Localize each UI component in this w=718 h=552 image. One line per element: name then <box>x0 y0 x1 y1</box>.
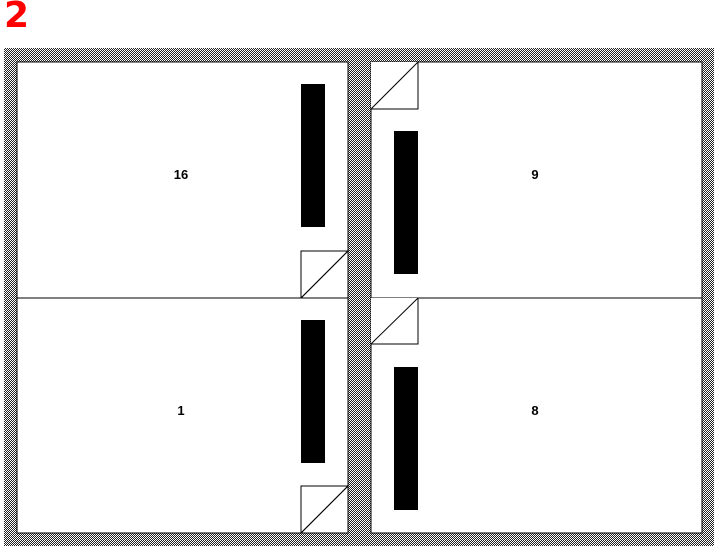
binding-bar <box>301 320 325 463</box>
page-number-1: 1 <box>177 403 185 418</box>
binding-bar <box>301 84 325 227</box>
page-top-left <box>16 61 350 300</box>
page-number-8: 8 <box>531 403 539 418</box>
page-number-9: 9 <box>531 167 539 182</box>
page-bottom-right <box>370 297 703 534</box>
corner-fold <box>370 61 419 110</box>
corner-fold <box>300 485 350 535</box>
step-number: 2 <box>4 0 30 36</box>
binding-bar <box>394 131 418 274</box>
page-number-16: 16 <box>173 167 189 182</box>
page-bottom-left <box>16 297 350 535</box>
corner-fold <box>370 297 419 345</box>
page-top-right <box>370 61 703 299</box>
corner-fold <box>300 250 350 300</box>
binding-bar <box>394 367 418 510</box>
